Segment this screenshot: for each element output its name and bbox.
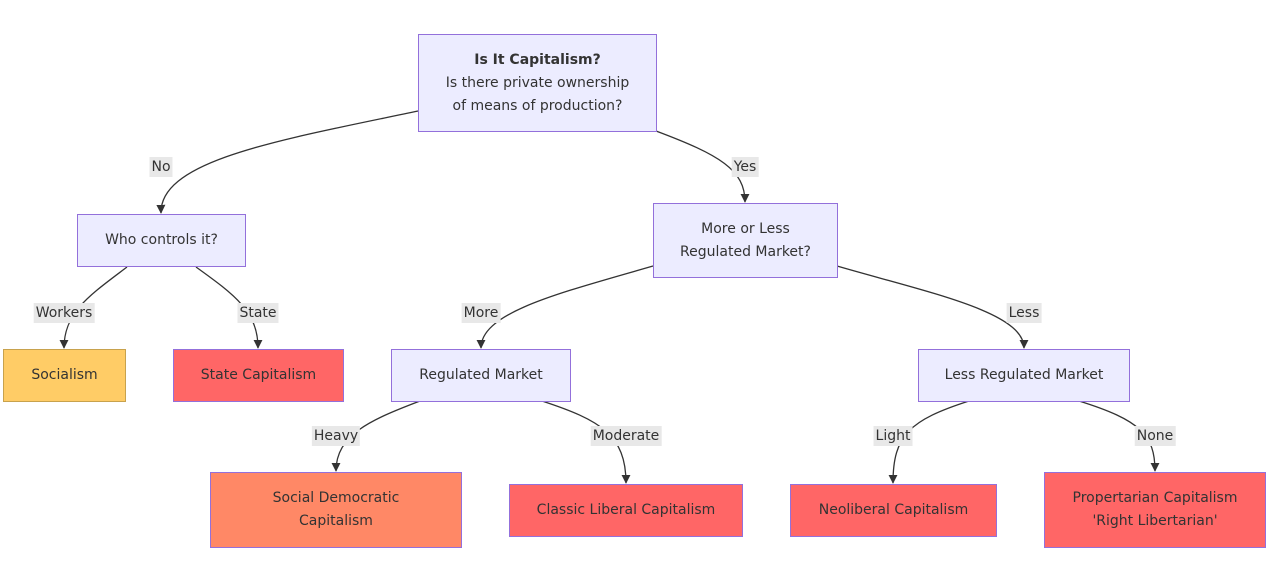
edge-label-state: State [237, 303, 279, 323]
edge-root-to-regulated-question [655, 130, 750, 203]
node-socialism: Socialism [3, 349, 126, 402]
node-label: Regulated Market [419, 367, 543, 383]
node-classic-liberal-capitalism: Classic Liberal Capitalism [509, 484, 743, 537]
node-less-regulated-market: Less Regulated Market [918, 349, 1130, 402]
node-text-line1: More or Less [701, 220, 790, 237]
node-regulated-market: Regulated Market [391, 349, 571, 402]
edge-label-yes: Yes [731, 157, 759, 177]
node-label: Neoliberal Capitalism [818, 502, 969, 518]
edge-question-to-regulated-market [476, 265, 654, 349]
edge-label-less: Less [1006, 303, 1042, 323]
edge-label-no: No [149, 157, 173, 177]
edge-root-to-who-controls [156, 110, 419, 214]
node-text-line2: Capitalism [299, 513, 373, 529]
edge-label-heavy: Heavy [311, 426, 361, 446]
node-label: Less Regulated Market [944, 367, 1104, 383]
edge-label-none: None [1134, 426, 1176, 446]
edge-label-more: More [461, 303, 501, 323]
edge-label-light: Light [873, 426, 913, 446]
edge-question-to-less-regulated-market [836, 265, 1029, 349]
node-label: State Capitalism [200, 367, 317, 383]
node-neoliberal-capitalism: Neoliberal Capitalism [790, 484, 997, 537]
node-state-capitalism: State Capitalism [173, 349, 344, 402]
node-text-line1: Social Democratic [272, 490, 400, 506]
node-label: Socialism [31, 367, 98, 383]
node-more-or-less-regulated: More or Less Regulated Market? [653, 203, 838, 278]
node-social-democratic-capitalism: Social Democratic Capitalism [210, 472, 462, 548]
node-text-line2: Regulated Market? [680, 243, 811, 260]
node-text-line2: of means of production? [452, 97, 623, 114]
edge-label-moderate: Moderate [590, 426, 662, 446]
node-is-it-capitalism: Is It Capitalism? Is there private owner… [418, 34, 657, 132]
node-title: Is It Capitalism? [474, 51, 601, 68]
node-label: Classic Liberal Capitalism [536, 502, 716, 518]
node-propertarian-capitalism: Propertarian Capitalism 'Right Libertari… [1044, 472, 1266, 548]
node-text-line1: Is there private ownership [445, 74, 630, 91]
edge-label-workers: Workers [33, 303, 95, 323]
node-text-line1: Propertarian Capitalism [1072, 490, 1238, 506]
node-label: Who controls it? [105, 232, 218, 248]
node-who-controls: Who controls it? [77, 214, 246, 267]
node-text-line2: 'Right Libertarian' [1092, 513, 1218, 529]
